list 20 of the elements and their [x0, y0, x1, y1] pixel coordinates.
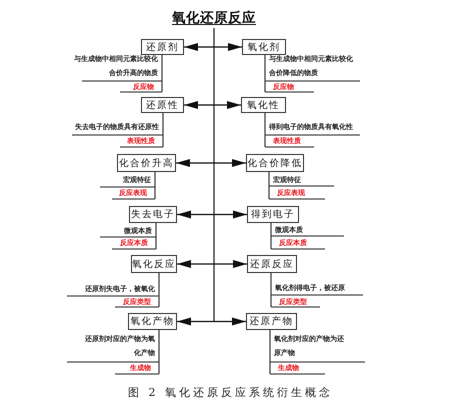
concept-box: 失去电子 [129, 206, 177, 223]
concept-box: 还原产物 [246, 313, 297, 330]
concept-box: 氧化剂 [242, 39, 286, 55]
concept-box: 化合价升高 [117, 154, 176, 172]
double-arrow [177, 210, 247, 218]
concept-box: 还原性 [141, 97, 184, 113]
double-arrow [184, 101, 241, 109]
concept-box: 还原反应 [247, 255, 297, 273]
double-arrow [176, 159, 246, 167]
double-arrow [177, 318, 246, 326]
title: 氧化还原反应 [172, 10, 256, 26]
concept-box: 得到电子 [247, 206, 299, 223]
concept-box: 氧化性 [241, 97, 286, 113]
caption: 图 2 氧化还原反应系统衍生概念 [128, 386, 333, 400]
concept-box: 氧化反应 [131, 255, 177, 273]
double-arrow [184, 43, 242, 51]
concept-box: 氧化产物 [128, 313, 177, 330]
double-arrow [177, 260, 247, 268]
concept-box: 化合价降低 [246, 154, 304, 172]
concept-box: 还原剂 [141, 39, 184, 55]
